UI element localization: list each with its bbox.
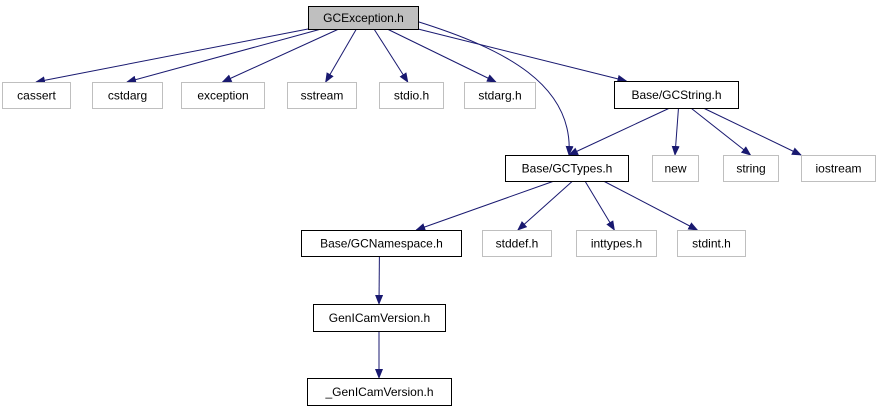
node-new[interactable]: new — [652, 155, 699, 182]
node-sstream[interactable]: sstream — [287, 82, 357, 109]
nodes-layer: GCException.h cassert cstdarg exception sstr… — [2, 6, 876, 406]
node-box-iostream — [801, 155, 876, 182]
node-label-stdio: stdio.h — [394, 89, 429, 103]
edge-gctypes-to-inttypes — [584, 180, 615, 231]
node-label-stdint: stdint.h — [692, 237, 731, 251]
node-box-_genicamversion — [307, 378, 452, 406]
edge-gcexception-to-stdio — [373, 28, 409, 83]
edge-gcstring-to-new — [671, 107, 680, 156]
node-label-genicamversion: GenICamVersion.h — [329, 311, 430, 325]
node-cassert[interactable]: cassert — [2, 82, 71, 109]
node-box-stdarg — [464, 82, 536, 109]
node-box-stddef — [482, 230, 552, 257]
node-box-new — [652, 155, 699, 182]
node-box-gcexception — [308, 6, 419, 30]
node-box-sstream — [287, 82, 357, 109]
node-label-sstream: sstream — [301, 89, 344, 103]
node-label-new: new — [664, 162, 686, 176]
edge-gcstring-to-iostream — [703, 107, 802, 156]
node-box-exception — [181, 82, 265, 109]
node-box-string — [723, 155, 779, 182]
edge-gctypes-to-stdint — [603, 180, 699, 231]
node-stddef[interactable]: stddef.h — [482, 230, 552, 257]
node-label-exception: exception — [197, 89, 248, 103]
node-label-stddef: stddef.h — [496, 237, 539, 251]
edge-gctypes-to-stddef — [517, 180, 573, 231]
edge-gctypes-to-gcnamespace — [415, 180, 555, 231]
node-label-inttypes: inttypes.h — [591, 237, 642, 251]
node-box-genicamversion — [313, 304, 446, 332]
node-gctypes[interactable]: Base/GCTypes.h — [505, 155, 629, 182]
node-label-gcexception: GCException.h — [323, 11, 404, 25]
node-box-stdint — [677, 230, 746, 257]
edge-gcexception-to-sstream — [325, 28, 357, 83]
node-string[interactable]: string — [723, 155, 779, 182]
edge-gcexception-to-stdarg — [386, 28, 497, 83]
node-inttypes[interactable]: inttypes.h — [576, 230, 657, 257]
node-gcnamespace[interactable]: Base/GCNamespace.h — [301, 230, 462, 257]
node-label-string: string — [736, 162, 765, 176]
node-label-gctypes: Base/GCTypes.h — [522, 162, 613, 176]
node-gcexception[interactable]: GCException.h — [308, 6, 419, 30]
node-label-gcnamespace: Base/GCNamespace.h — [320, 237, 443, 251]
node-box-inttypes — [576, 230, 657, 257]
edges-layer — [35, 20, 802, 379]
node-box-cstdarg — [92, 82, 163, 109]
edge-gcstring-to-gctypes — [568, 107, 671, 156]
edge-gcexception-to-gcstring — [417, 28, 628, 83]
node-stdio[interactable]: stdio.h — [379, 82, 444, 109]
node-box-stdio — [379, 82, 444, 109]
edge-gcexception-to-exception — [221, 28, 340, 83]
edge-gcexception-to-gctypes — [415, 20, 574, 156]
edge-gcexception-to-cassert — [35, 28, 309, 85]
node-box-gcstring — [614, 81, 739, 109]
node-label-gcstring: Base/GCString.h — [631, 88, 721, 102]
node-stdint[interactable]: stdint.h — [677, 230, 746, 257]
node-label-_genicamversion: _GenICamVersion.h — [324, 385, 433, 399]
edge-gcstring-to-string — [690, 107, 752, 156]
node-exception[interactable]: exception — [181, 82, 265, 109]
node-genicamversion[interactable]: GenICamVersion.h — [313, 304, 446, 332]
node-label-stdarg: stdarg.h — [478, 89, 521, 103]
node-box-cassert — [2, 82, 71, 109]
node-stdarg[interactable]: stdarg.h — [464, 82, 536, 109]
node-gcstring[interactable]: Base/GCString.h — [614, 81, 739, 109]
node-_genicamversion[interactable]: _GenICamVersion.h — [307, 378, 452, 406]
node-label-cstdarg: cstdarg — [108, 89, 147, 103]
node-cstdarg[interactable]: cstdarg — [92, 82, 163, 109]
node-box-gcnamespace — [301, 230, 462, 257]
node-label-iostream: iostream — [815, 162, 861, 176]
node-iostream[interactable]: iostream — [801, 155, 876, 182]
node-label-cassert: cassert — [17, 89, 56, 103]
node-box-gctypes — [505, 155, 629, 182]
edge-gcexception-to-cstdarg — [126, 28, 322, 84]
